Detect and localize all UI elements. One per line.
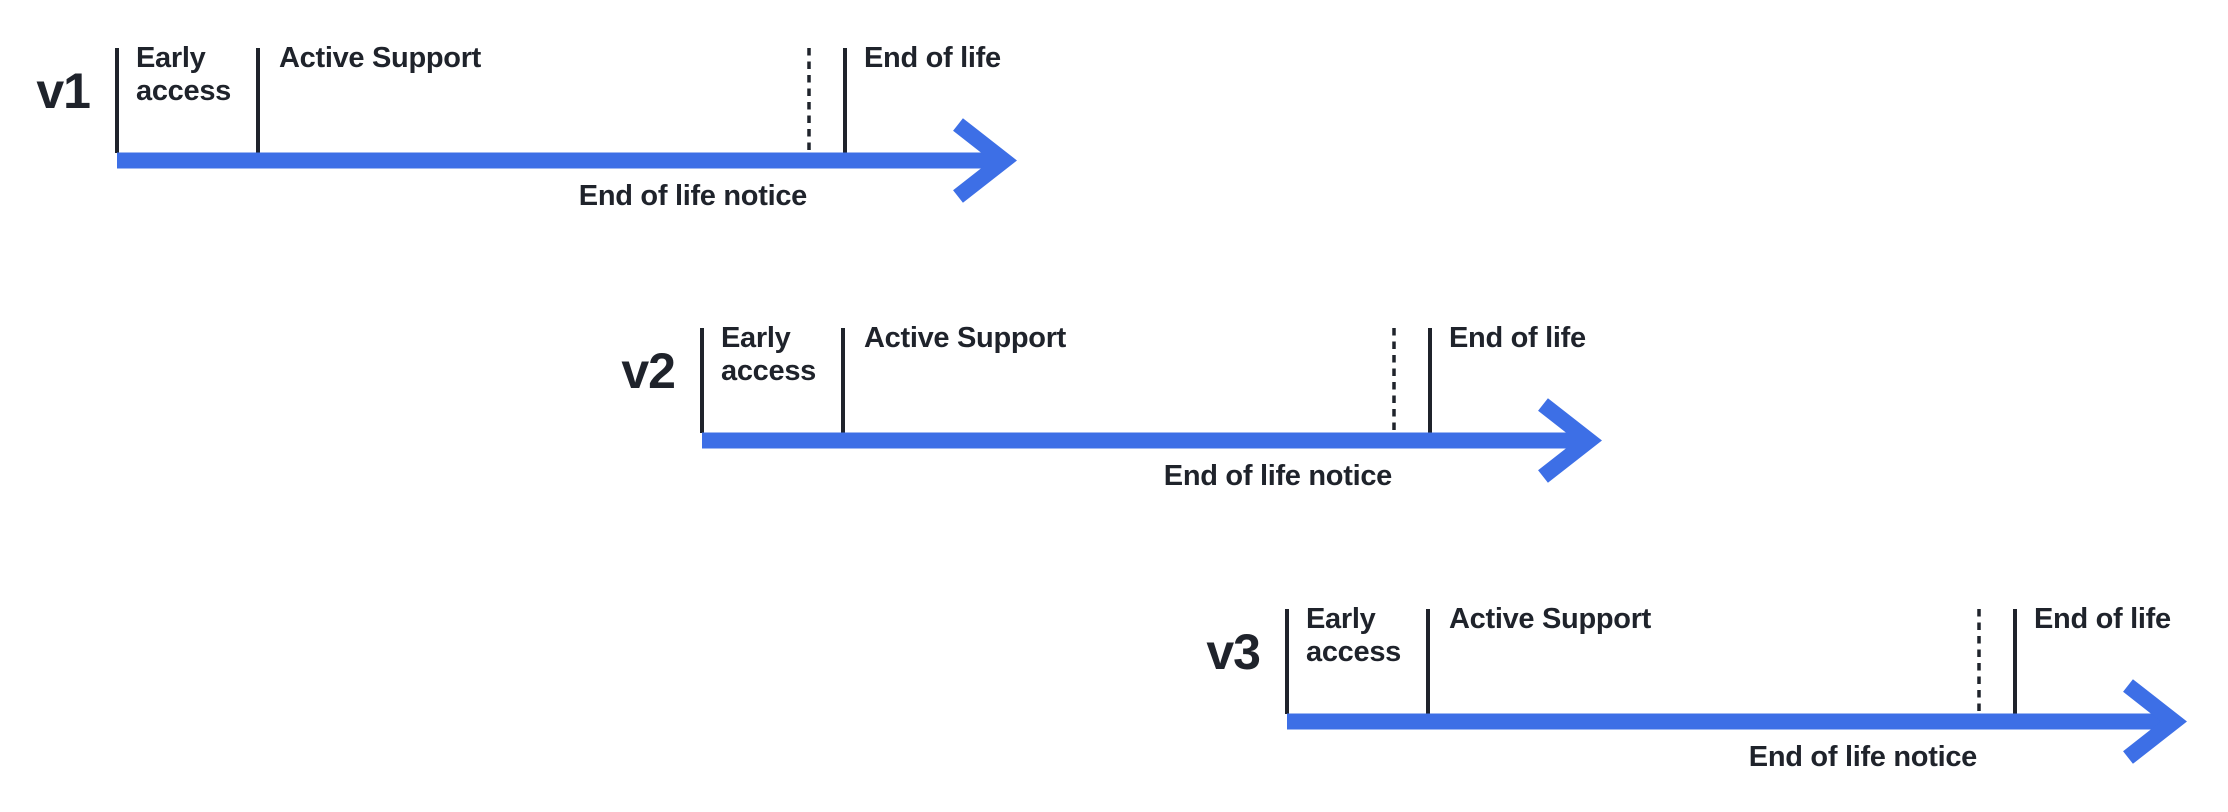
timeline-v3: v3 Early access Active Support End of li… <box>1172 601 2228 779</box>
version-label: v2 <box>621 343 676 399</box>
timeline-v2-artwork <box>700 328 1602 483</box>
version-label: v3 <box>1206 624 1261 680</box>
early-access-label: Early access <box>721 322 816 387</box>
arrow-right-icon <box>2123 679 2187 764</box>
end-of-life-label: End of life <box>864 42 1001 74</box>
timeline-v3-artwork <box>1285 609 2187 764</box>
early-access-label: Early access <box>136 42 231 107</box>
end-of-life-notice-label: End of life notice <box>1163 460 1393 492</box>
end-of-life-label: End of life <box>2034 603 2171 635</box>
timeline-v1-artwork <box>115 48 1017 203</box>
end-of-life-label: End of life <box>1449 322 1586 354</box>
timeline-v1: v1 Early access Active Support End of li… <box>2 40 1062 218</box>
active-support-label: Active Support <box>864 322 1067 354</box>
arrow-right-icon <box>953 118 1017 203</box>
end-of-life-notice-label: End of life notice <box>578 180 808 212</box>
active-support-label: Active Support <box>279 42 482 74</box>
early-access-label: Early access <box>1306 603 1401 668</box>
version-label: v1 <box>36 63 91 119</box>
active-support-label: Active Support <box>1449 603 1652 635</box>
end-of-life-notice-label: End of life notice <box>1748 741 1978 773</box>
timeline-v2: v2 Early access Active Support End of li… <box>587 320 1647 498</box>
arrow-right-icon <box>1538 398 1602 483</box>
